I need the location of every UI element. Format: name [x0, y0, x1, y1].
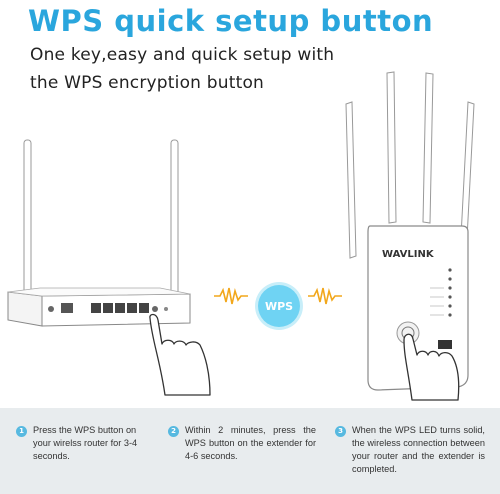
step-text: Press the WPS button on your wirelss rou… [33, 425, 138, 461]
signal-wave-right [308, 287, 342, 305]
step-text: Within 2 minutes, press the WPS button o… [185, 425, 316, 461]
hand-right-icon [403, 333, 460, 401]
step-2: 2 Within 2 minutes, press the WPS button… [168, 424, 316, 463]
subtitle-line-2: the WPS encryption button [30, 73, 265, 93]
step-text: When the WPS LED turns solid, the wirele… [352, 425, 485, 474]
step-number-badge: 1 [16, 426, 27, 437]
router [7, 287, 191, 327]
steps-panel: 1 Press the WPS button on your wirelss r… [0, 408, 500, 494]
step-number-badge: 3 [335, 426, 346, 437]
page-title: WPS quick setup button [28, 4, 434, 38]
extender-antennas [345, 71, 475, 259]
step-number-badge: 2 [168, 426, 179, 437]
step-3: 3 When the WPS LED turns solid, the wire… [335, 424, 485, 476]
subtitle-line-1: One key,easy and quick setup with [30, 45, 335, 65]
extender: WAVLINK [367, 225, 469, 391]
signal-wave-left [214, 287, 248, 305]
product-illustration: WAVLINK [7, 71, 475, 401]
wps-signal-badge: WPS [258, 285, 300, 327]
router-antenna-left [23, 139, 32, 301]
brand-logo: WAVLINK [382, 249, 435, 260]
hand-left-icon [149, 313, 211, 396]
router-antenna-right [170, 139, 179, 301]
step-1: 1 Press the WPS button on your wirelss r… [16, 424, 156, 463]
wps-label: WPS [264, 299, 294, 313]
